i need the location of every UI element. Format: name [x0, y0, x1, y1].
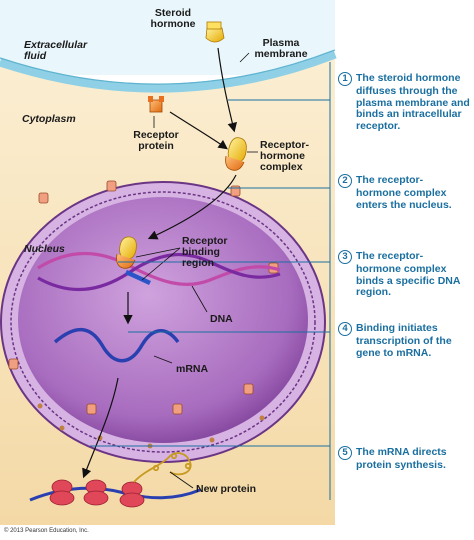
step-1-line-1: 1 The steroid hormone — [338, 72, 472, 86]
receptor-binding-region-label: Receptor binding region — [182, 236, 228, 269]
binding-region-line-2: binding — [182, 246, 220, 258]
step-connectors — [90, 62, 331, 500]
step-4-line-2: transcription of the — [356, 335, 452, 347]
receptor-protein-line-1: Receptor — [133, 129, 179, 141]
plasma-membrane — [0, 49, 337, 93]
nucleus-interior — [18, 197, 308, 443]
new-protein-chain — [133, 452, 192, 483]
step-1: 1 The steroid hormone diffuses through th… — [338, 72, 472, 132]
nucleus-label: Nucleus — [24, 243, 65, 255]
complex-line-2: hormone — [260, 150, 305, 162]
label-leaders — [135, 52, 258, 489]
process-arrows — [82, 47, 237, 479]
dna-label: DNA — [210, 313, 233, 325]
step-4-number: 4 — [338, 322, 352, 336]
ribosomes — [49, 479, 145, 508]
nuclear-pore — [243, 383, 254, 395]
step-3: 3 The receptor- hormone complex binds a s… — [338, 250, 472, 299]
step-4-line-3: gene to mRNA. — [356, 346, 432, 359]
plasma-membrane-line-1: Plasma — [262, 37, 300, 49]
ribosome — [83, 490, 109, 506]
complex-line-3: complex — [260, 161, 303, 173]
extracellular-fluid-label: Extracellular fluid — [24, 40, 87, 62]
step-3-line-4: region. — [356, 286, 392, 298]
nuclear-pores — [8, 180, 279, 415]
step-1-line-3: plasma membrane and — [356, 96, 470, 109]
step-2-line-1: 2 The receptor- — [338, 174, 472, 188]
step-1-line-5: receptor. — [356, 119, 401, 132]
arrow-hormone-diffusion — [217, 47, 237, 133]
leader-plasma-membrane — [239, 52, 250, 63]
mrna-strand — [53, 327, 180, 363]
receptor-protein-label: Receptor protein — [128, 130, 184, 152]
step-2-number: 2 — [338, 174, 352, 188]
leader-mrna — [153, 355, 173, 364]
arrow-translation — [82, 377, 119, 479]
ribosome — [49, 490, 75, 506]
step-5-number: 5 — [338, 446, 352, 460]
steroid-hormone-molecule — [205, 21, 225, 43]
step-2: 2 The receptor- hormone complex enters th… — [338, 174, 472, 211]
step-3-line-2: hormone complex — [356, 263, 447, 275]
dna-helix — [37, 252, 281, 292]
steroid-hormone-line-1: Steroid — [154, 7, 192, 19]
step-4-line-1: 4 Binding initiates — [338, 322, 472, 336]
step-3-text-1: The receptor- — [356, 250, 424, 262]
arrow-receptor-binding — [169, 111, 228, 150]
receptor-protein-line-2: protein — [138, 140, 174, 152]
plasma-membrane-edge — [0, 49, 336, 85]
steroid-hormone-label: Steroid hormone — [148, 8, 198, 30]
step-5-line-2: protein synthesis. — [356, 459, 446, 471]
extracellular-line-2: fluid — [24, 50, 47, 62]
receptor-hormone-complex-molecule — [225, 137, 247, 171]
steroid-hormone-line-2: hormone — [150, 18, 196, 30]
leader-binding-region-1 — [135, 247, 181, 258]
nuclear-pore — [86, 403, 97, 415]
step-1-line-2: diffuses through the — [356, 85, 458, 97]
step-2-text-1: The receptor- — [356, 174, 424, 186]
binding-region-line-3: region — [182, 257, 215, 269]
new-protein-label: New protein — [196, 483, 257, 495]
step-3-line-3: binds a specific DNA — [356, 274, 461, 287]
leader-dna — [191, 285, 208, 313]
step-3-line-1: 3 The receptor- — [338, 250, 472, 264]
ribosome — [119, 492, 145, 508]
receptor-hormone-complex-label: Receptor- hormone complex — [260, 140, 309, 173]
binding-region-line-1: Receptor — [182, 235, 228, 247]
cytoplasm-label: Cytoplasm — [22, 113, 76, 125]
nuclear-envelope-inner — [10, 191, 316, 453]
copyright-notice: © 2013 Pearson Education, Inc. — [4, 528, 89, 534]
plasma-membrane-label: Plasma membrane — [252, 38, 310, 60]
receptor-protein-molecule — [148, 96, 164, 113]
nuclear-pore — [8, 358, 19, 370]
step-3-number: 3 — [338, 250, 352, 264]
step-1-number: 1 — [338, 72, 352, 86]
nuclear-pore — [106, 180, 117, 192]
extracellular-line-1: Extracellular — [24, 39, 88, 51]
step-4-text-1: Binding initiates — [356, 322, 438, 334]
mrna-label: mRNA — [176, 363, 209, 375]
receptor-binding-region — [125, 269, 151, 286]
nuclear-pore — [38, 192, 49, 204]
complex-line-1: Receptor- — [260, 139, 310, 151]
step-2-line-3: enters the nucleus. — [356, 198, 452, 211]
bound-receptor-hormone-complex — [116, 236, 137, 269]
step-2-line-2: hormone complex — [356, 187, 447, 199]
leader-new-protein — [169, 471, 194, 489]
step-1-text-1: The steroid hormone — [356, 72, 461, 84]
nuclear-pore — [172, 403, 183, 415]
step-5-text-1: The mRNA directs — [356, 446, 447, 458]
step-1-line-4: binds an intracellular — [356, 108, 462, 120]
step-5-line-1: 5 The mRNA directs — [338, 446, 472, 460]
arrow-enter-nucleus — [147, 174, 237, 240]
plasma-membrane-line-2: membrane — [254, 48, 308, 60]
step-5: 5 The mRNA directs protein synthesis. — [338, 446, 472, 472]
leader-binding-region-2 — [141, 247, 181, 281]
extracellular-fluid-area — [0, 0, 335, 75]
